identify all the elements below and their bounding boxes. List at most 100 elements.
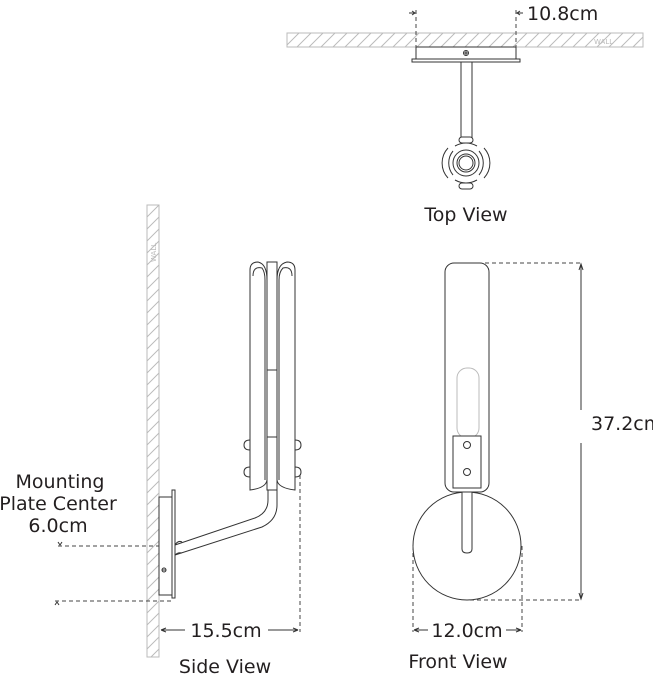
height-dimension: 37.2cm <box>591 413 653 435</box>
hatch-line <box>320 32 336 48</box>
top-wall-label: WALL <box>594 38 613 46</box>
front-view-title: Front View <box>408 651 507 673</box>
hatch-line <box>572 32 588 48</box>
side-view: WALL 15.5cm Mounting Plate Center 6.0cm … <box>0 204 302 678</box>
hatch-line <box>146 612 160 626</box>
hatch-line <box>146 228 160 242</box>
mounting-label-line1: Mounting <box>16 471 105 493</box>
hatch-line <box>146 408 160 422</box>
hatch-line <box>150 648 160 658</box>
hatch-line <box>146 264 160 278</box>
hatch-line <box>146 384 160 398</box>
top-arm <box>460 61 473 141</box>
hatch-line <box>356 32 372 48</box>
hatch-line <box>146 252 160 266</box>
hatch-line <box>308 32 324 48</box>
hatch-line <box>146 204 160 218</box>
width-dim-arrows <box>413 627 522 633</box>
hatch-line <box>146 360 160 374</box>
side-mounting-plate <box>158 496 173 596</box>
hatch-line <box>344 32 360 48</box>
front-width-dimension: 12.0cm <box>431 620 502 642</box>
shade-clips <box>243 439 302 478</box>
hatch-line <box>332 32 348 48</box>
hatch-line <box>146 420 160 434</box>
top-view: WALL 10.8cm Top View <box>286 3 644 226</box>
front-stem <box>461 490 473 554</box>
screw-icon <box>161 567 167 573</box>
hatch-line <box>146 276 160 290</box>
side-view-title: Side View <box>179 656 271 678</box>
hatch-line <box>146 480 160 494</box>
socket-screw <box>463 468 471 476</box>
hatch-line <box>146 504 160 518</box>
hatch-line <box>146 396 160 410</box>
shade-inner-edge <box>252 267 266 480</box>
side-center-stem <box>266 261 278 491</box>
hatch-line <box>146 636 160 650</box>
hatch-line <box>146 528 160 542</box>
hatch-line <box>536 32 552 48</box>
hatch-line <box>548 32 564 48</box>
screw-icon <box>463 50 469 56</box>
hatch-line <box>596 32 612 48</box>
hatch-line <box>146 300 160 314</box>
hatch-line <box>146 372 160 386</box>
depth-dimension: 15.5cm <box>190 620 261 642</box>
hatch-line <box>146 444 160 458</box>
hatch-line <box>428 32 444 48</box>
depth-dim-arrows <box>160 627 299 633</box>
hatch-line <box>476 32 492 48</box>
hatch-line <box>500 32 516 48</box>
mounting-dimension: 6.0cm <box>28 515 87 537</box>
side-shade-right <box>276 261 296 491</box>
hatch-line <box>368 32 384 48</box>
hatch-line <box>404 32 420 48</box>
hatch-line <box>146 516 160 530</box>
hatch-line <box>416 32 432 48</box>
side-plate-flange <box>171 489 176 599</box>
hatch-line <box>146 552 160 566</box>
hatch-line <box>440 32 456 48</box>
side-wall <box>146 204 160 658</box>
hatch-line <box>146 624 160 638</box>
hatch-line <box>146 324 160 338</box>
hatch-line <box>146 540 160 554</box>
side-shade-left <box>249 261 268 491</box>
hatch-line <box>146 564 160 578</box>
hatch-line <box>392 32 408 48</box>
mounting-dim-arrows <box>54 541 63 606</box>
hatch-line <box>380 32 396 48</box>
side-wall-label: WALL <box>150 243 158 262</box>
hatch-line <box>608 32 624 48</box>
side-arm <box>174 490 278 556</box>
top-shade-head <box>441 136 491 190</box>
top-view-title: Top View <box>423 204 507 226</box>
hatch-line <box>146 312 160 326</box>
hatch-line <box>146 468 160 482</box>
hatch-line <box>620 32 636 48</box>
front-socket <box>452 435 482 489</box>
hatch-line <box>146 588 160 602</box>
hatch-line <box>632 36 644 48</box>
hatch-line <box>560 32 576 48</box>
hatch-line <box>146 600 160 614</box>
hatch-line <box>452 32 468 48</box>
hatch-line <box>146 492 160 506</box>
mounting-label-line2: Plate Center <box>0 493 117 515</box>
hatch-line <box>146 240 160 254</box>
hatch-line <box>146 348 160 362</box>
socket-screw <box>463 441 471 449</box>
top-width-dimension: 10.8cm <box>527 3 598 25</box>
arm-joint <box>174 540 183 556</box>
front-shade <box>444 262 490 493</box>
hatch-line <box>524 32 540 48</box>
hatch-line <box>146 576 160 590</box>
front-view: 37.2cm 12.0cm Front View <box>408 262 653 673</box>
hatch-line <box>146 432 160 446</box>
hatch-line <box>146 288 160 302</box>
hatch-line <box>146 456 160 470</box>
hatch-line <box>464 32 480 48</box>
